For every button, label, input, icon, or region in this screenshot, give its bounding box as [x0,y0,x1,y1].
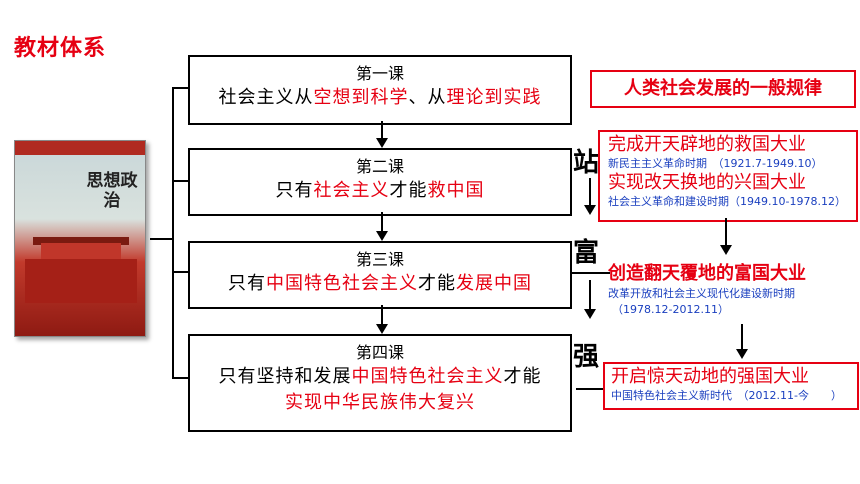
lesson-2-segment: 社会主义 [313,180,390,201]
connector-l3 [172,271,188,273]
lesson-3-segment: 只有 [228,273,266,294]
connector-l1 [172,87,188,89]
arrow-2-3-shaft [381,212,383,232]
general-law-label: 人类社会发展的一般规律 [624,78,822,99]
arrow-fu-qiang-shaft [589,280,591,310]
arrow-e2-e3-head [720,245,732,255]
era-3-sub1: 改革开放和社会主义现代化建设新时期 [608,287,795,300]
connector-l4 [172,377,188,379]
era-3-title: 创造翻天覆地的富国大业 [608,263,806,284]
arrow-fu-qiang-head [584,309,596,319]
era-2-sub: 社会主义革命和建设时期（1949.10-1978.12） [608,195,846,208]
lesson-4-segment: 才能 [503,366,542,387]
arrow-e3-e4-head [736,349,748,359]
lesson-4-head: 第四课 [355,343,404,362]
lesson-1-box: 第一课 社会主义从空想到科学、从理论到实践 [188,55,572,125]
lesson-1-segment: 空想到科学 [313,87,409,108]
arrow-e2-e3-shaft [725,218,727,246]
era-3-block: 创造翻天覆地的富国大业 改革开放和社会主义现代化建设新时期 （1978.12-2… [608,262,858,324]
lesson-3-segment: 才能 [418,273,456,294]
book-title: 思想政治 [86,171,138,211]
arrow-3-4-shaft [381,305,383,325]
arrow-zhan-fu-head [584,205,596,215]
lesson-4-text-line2: 实现中华民族伟大复兴 [285,392,475,413]
connector-l2 [172,180,188,182]
arrow-zhan-fu-shaft [589,178,591,206]
lesson-2-head: 第二课 [355,157,404,176]
era-box-1-2: 完成开天辟地的救国大业 新民主主义革命时期 （1921.7-1949.10） 实… [598,130,858,222]
cover-band [15,141,145,155]
lesson-2-box: 第二课 只有社会主义才能救中国 [188,148,572,216]
era-4-box: 开启惊天动地的强国大业 中国特色社会主义新时代 （2012.11-今 ） [603,362,859,410]
lesson-2-segment: 才能 [389,180,428,201]
lesson-3-head: 第三课 [355,250,404,269]
rich-char: 富 [573,238,600,268]
era-1-sub: 新民主主义革命时期 （1921.7-1949.10） [608,157,823,170]
page-title: 教材体系 [14,36,107,61]
general-law-box: 人类社会发展的一般规律 [590,70,856,108]
lesson-1-segment: 理论到实践 [446,87,542,108]
lesson-3-segment: 发展中国 [456,273,532,294]
tiananmen-upper [41,243,121,261]
strong-char: 强 [573,342,600,372]
era-4-title: 开启惊天动地的强国大业 [611,366,809,387]
era-4-sub: 中国特色社会主义新时代 （2012.11-今 ） [611,389,842,402]
connector-book [150,238,172,240]
tiananmen-gate [25,259,137,303]
era-3-sub2: （1978.12-2012.11） [612,303,729,316]
lesson-1-segment: 、从 [408,87,447,108]
lesson-3-text: 只有中国特色社会主义才能发展中国 [190,271,570,297]
lesson-2-text: 只有社会主义才能救中国 [190,178,570,204]
connector-bracket [172,87,174,379]
textbook-cover-image: 思想政治 [14,140,146,337]
lesson-4-box: 第四课 只有坚持和发展中国特色社会主义才能 实现中华民族伟大复兴 [188,334,572,432]
lesson-1-text: 社会主义从空想到科学、从理论到实践 [190,85,570,111]
stand-up-char: 站 [573,148,600,178]
arrow-e3-e4-shaft [741,324,743,350]
lesson-4-text: 只有坚持和发展中国特色社会主义才能 [190,364,570,390]
fu-divider [570,272,610,274]
lesson-3-box: 第三课 只有中国特色社会主义才能发展中国 [188,241,572,309]
lesson-3-segment: 中国特色社会主义 [266,273,418,294]
qiang-underline [576,388,612,390]
arrow-2-3-head [376,231,388,241]
lesson-2-segment: 救中国 [427,180,485,201]
era-2-title: 实现改天换地的兴国大业 [608,172,806,193]
lesson-2-segment: 只有 [275,180,314,201]
lesson-4-segment: 中国特色社会主义 [351,366,504,387]
lesson-1-segment: 社会主义从 [218,87,314,108]
arrow-3-4-head [376,324,388,334]
era-1-title: 完成开天辟地的救国大业 [608,134,806,155]
arrow-1-2-head [376,138,388,148]
tiananmen-roof [33,237,129,245]
lesson-4-segment: 只有坚持和发展 [218,366,352,387]
arrow-1-2-shaft [381,121,383,139]
lesson-1-head: 第一课 [355,64,404,83]
